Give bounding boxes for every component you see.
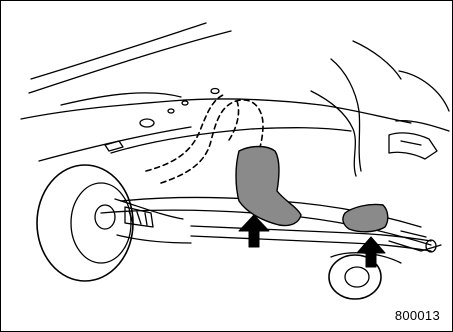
highlighted-component-rear: [343, 204, 388, 231]
exhaust-pipe: [191, 226, 436, 252]
floor-holes: [105, 89, 219, 152]
front-wheel: [37, 165, 191, 281]
highlighted-component-front: [236, 147, 301, 226]
rear-wheel: [329, 253, 401, 299]
up-arrow-icon: [357, 237, 385, 267]
figure-code: 800013: [395, 308, 440, 323]
body-panel-lines: [29, 23, 231, 105]
rear-drivetrain: [389, 133, 441, 251]
